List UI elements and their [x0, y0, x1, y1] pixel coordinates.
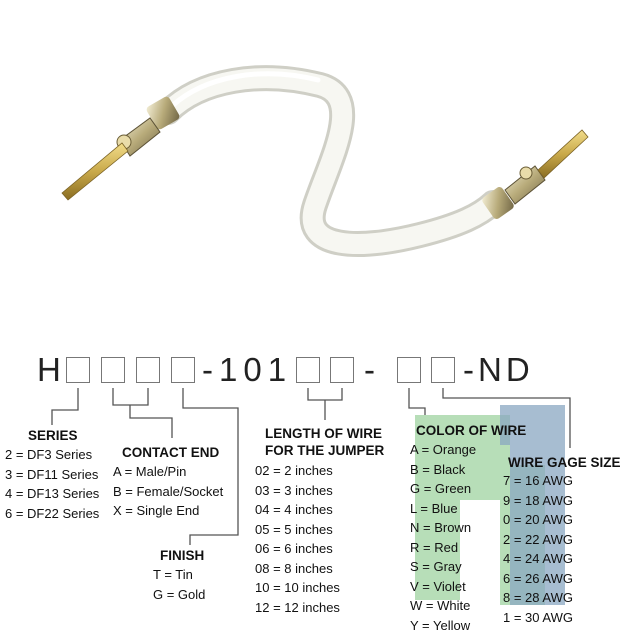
- length-code-box-2: [330, 357, 354, 383]
- list-item: 4 = DF13 Series: [5, 486, 100, 501]
- series-title: SERIES: [28, 428, 78, 443]
- list-item: X = Single End: [113, 503, 200, 518]
- right-crimp-terminal: [482, 165, 546, 219]
- finish-title: FINISH: [160, 548, 205, 563]
- list-item: V = Violet: [410, 578, 466, 594]
- list-item: 05 = 5 inches: [255, 521, 333, 537]
- list-item: 2 = 22 AWG: [503, 531, 573, 547]
- list-item: 08 = 8 inches: [255, 560, 333, 576]
- list-item: 10 = 10 inches: [255, 580, 340, 595]
- jumper-wire-illustration: [61, 65, 589, 257]
- list-item: 8 = 28 AWG: [503, 590, 573, 605]
- part-number-prefix: H: [37, 351, 61, 388]
- length-title-line1: LENGTH OF WIRE: [265, 426, 382, 441]
- list-item: 0 = 20 AWG: [503, 512, 573, 527]
- contact-end-title: CONTACT END: [122, 445, 220, 460]
- list-item: A = Orange: [410, 442, 477, 457]
- contact-end-list: A = Male/Pin B = Female/Socket X = Singl…: [113, 462, 223, 521]
- list-item: S = Gray: [410, 559, 462, 574]
- list-item: T = Tin: [153, 567, 193, 582]
- list-item: G = Gold: [153, 586, 206, 602]
- list-item: 9 = 18 AWG: [503, 492, 573, 508]
- list-item: R = Red: [410, 539, 459, 555]
- list-item: 02 = 2 inches: [255, 463, 333, 478]
- wire-highlight: [169, 71, 321, 109]
- list-item: A = Male/Pin: [113, 464, 187, 479]
- list-item: 7 = 16 AWG: [503, 473, 573, 488]
- list-item: B = Female/Socket: [113, 483, 224, 499]
- list-item: 2 = DF3 Series: [5, 447, 93, 462]
- left-pin: [61, 142, 129, 201]
- series-code-box: [66, 357, 90, 383]
- list-item: 04 = 4 inches: [255, 502, 333, 517]
- color-title: COLOR OF WIRE: [416, 423, 527, 438]
- list-item: 6 = DF22 Series: [5, 505, 100, 521]
- list-item: 3 = DF11 Series: [5, 466, 99, 482]
- list-item: 4 = 24 AWG: [503, 551, 573, 566]
- length-code-box-1: [296, 357, 320, 383]
- part-number-suffix: -ND: [463, 351, 534, 388]
- contact-end-code-box-2: [136, 357, 160, 383]
- part-number-separator: -: [364, 351, 375, 388]
- list-item: 06 = 6 inches: [255, 541, 333, 556]
- list-item: 12 = 12 inches: [255, 599, 340, 615]
- list-item: G = Green: [410, 481, 472, 496]
- contact-end-code-box-1: [101, 357, 125, 383]
- list-item: 1 = 30 AWG: [503, 609, 573, 625]
- gage-title: WIRE GAGE SIZE: [508, 455, 621, 470]
- gage-code-box: [431, 357, 455, 383]
- watermark-logo: [415, 405, 565, 605]
- list-item: B = Black: [410, 461, 466, 477]
- color-code-box: [397, 357, 421, 383]
- part-number-mid: -101: [202, 351, 293, 388]
- list-item: N = Brown: [410, 520, 472, 535]
- length-list: 02 = 2 inches 03 = 3 inches 04 = 4 inche…: [255, 461, 340, 617]
- finish-code-box: [171, 357, 195, 383]
- length-title-line2: FOR THE JUMPER: [265, 443, 385, 458]
- list-item: 6 = 26 AWG: [503, 570, 573, 586]
- wire-body: [158, 68, 503, 254]
- finish-list: T = Tin G = Gold: [153, 565, 205, 604]
- list-item: W = White: [410, 598, 471, 613]
- gage-list: 7 = 16 AWG 9 = 18 AWG 0 = 20 AWG 2 = 22 …: [503, 471, 573, 627]
- right-pin: [537, 129, 589, 179]
- list-item: 03 = 3 inches: [255, 482, 333, 498]
- list-item: Y = Yellow: [410, 617, 471, 633]
- series-list: 2 = DF3 Series 3 = DF11 Series 4 = DF13 …: [5, 445, 99, 523]
- color-list: A = Orange B = Black G = Green L = Blue …: [410, 440, 476, 635]
- list-item: L = Blue: [410, 500, 458, 516]
- left-crimp-terminal: [116, 96, 180, 157]
